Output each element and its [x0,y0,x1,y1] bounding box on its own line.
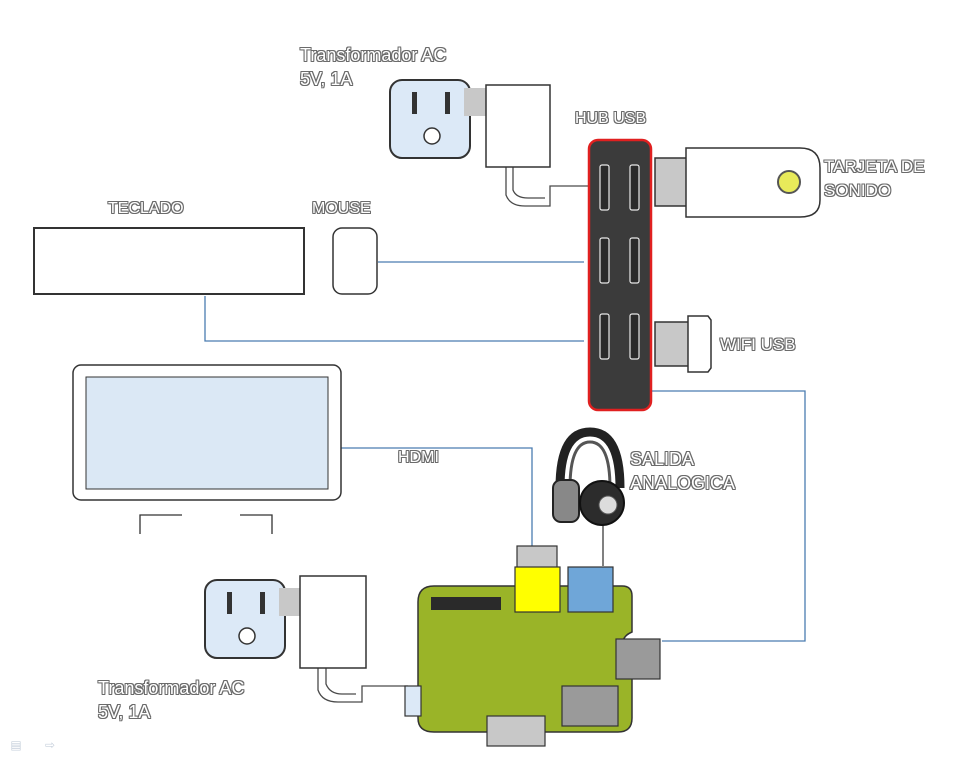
hub-port [599,313,610,360]
bottom-power-cable [317,668,408,703]
outlet-slot-right [445,92,450,114]
label-audio-out: SALIDA ANALOGICA [630,447,735,495]
hub-port [629,313,640,360]
monitor-screen [85,376,329,490]
usb-hub [587,138,653,412]
monitor-foot-left [139,514,182,534]
hub-body [587,138,653,412]
sound-card-body [685,147,821,218]
adapter-body [299,575,367,669]
menu-icon[interactable]: ▤ [10,738,22,752]
top-power-cable-inner [512,165,545,199]
outlet-plate [204,579,286,659]
label-audio-out-line1: SALIDA [630,449,695,469]
label-sound-card-line2: SONIDO [824,181,892,200]
wifi-connector [654,321,690,367]
keyboard-body [33,227,305,295]
wifi-body [687,315,712,373]
keyboard [33,227,305,295]
hub-port [629,237,640,284]
headphones [552,427,625,526]
hub-ports [599,164,640,360]
hub-to-board-cable [652,390,806,642]
outlet-slot-right [260,592,265,614]
sound-card-connector [654,157,688,207]
ethernet-port [561,685,619,727]
sd-card-slot [486,715,546,747]
outlet-ground-hole [423,127,441,145]
wifi-usb-dongle [654,315,712,373]
ac-transformer-top [389,79,551,168]
label-sound-card: TARJETA DE SONIDO [824,155,924,203]
label-transformer-top-line2: 5V, 1A [300,69,353,89]
label-hub-usb: HUB USB [575,110,647,127]
label-transformer-top: Transformador AC 5V, 1A [300,43,446,91]
label-transformer-bottom-line2: 5V, 1A [98,702,151,722]
hub-port [629,164,640,211]
headphone-band [555,427,625,489]
label-mouse: MOUSE [312,200,371,217]
adapter-prongs [464,88,488,116]
label-sound-card-line1: TARJETA DE [824,157,925,176]
label-hdmi: HDMI [398,449,439,466]
headphone-cup-left [552,479,580,523]
usb-sound-card [654,147,821,218]
top-power-cable [505,165,588,207]
hdmi-cable [337,447,533,546]
label-transformer-bottom: Transformador AC 5V, 1A [98,676,244,724]
label-transformer-top-line1: Transformador AC [300,45,447,65]
hub-port [599,237,610,284]
micro-usb-power-port [404,685,422,717]
mouse [332,227,378,295]
raspberry-pi-board [404,545,661,747]
label-audio-out-line2: ANALOGICA [630,473,736,493]
adapter-prongs [279,588,303,616]
usb-port [615,638,661,680]
cables [204,165,806,703]
label-wifi-usb: WIFI USB [720,335,796,354]
hdmi-port [514,566,561,613]
outlet-slot-left [227,592,232,614]
label-keyboard: TECLADO [108,200,184,217]
bottom-power-cable-inner [325,668,356,695]
keyboard-to-hub-cable [204,296,584,342]
hdmi-connector-plug [516,545,558,569]
gpio-header [431,597,501,610]
outlet-plate [389,79,471,159]
outlet-slot-left [412,92,417,114]
ac-transformer-bottom [204,575,367,669]
label-transformer-bottom-line1: Transformador AC [98,678,245,698]
monitor [72,364,342,534]
outlet-ground-hole [238,627,256,645]
monitor-foot-right [240,514,273,534]
sound-card-jack [777,170,801,194]
audio-port [567,566,614,613]
headphone-band-inner [568,440,612,489]
headphone-logo [598,495,618,515]
hub-port [599,164,610,211]
arrow-right-icon[interactable]: ⇨ [44,738,56,752]
mouse-body [332,227,378,295]
adapter-body [485,84,551,168]
